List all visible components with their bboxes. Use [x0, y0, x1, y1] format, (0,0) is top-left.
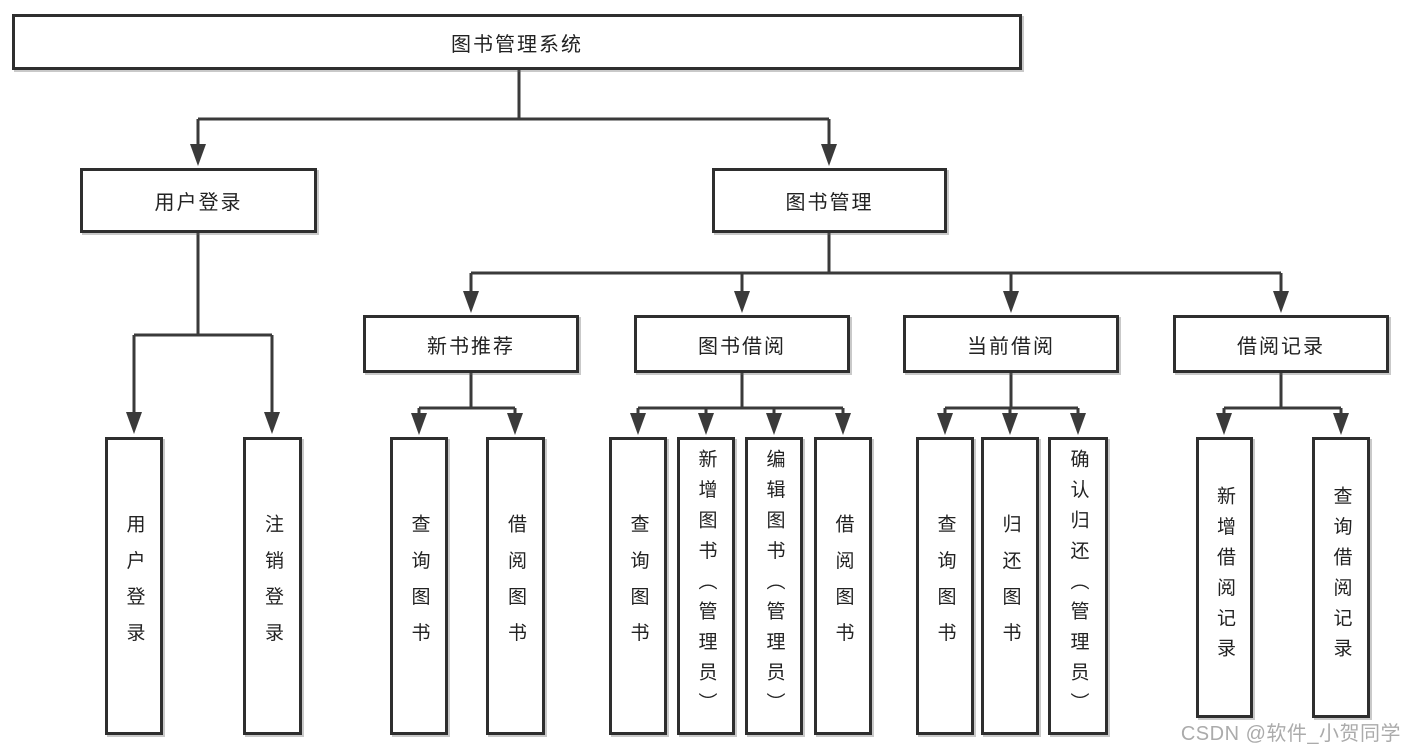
- leaf-logout: 注销登录: [243, 437, 302, 735]
- node-user-login: 用户登录: [80, 168, 317, 233]
- node-book-borrow: 图书借阅: [634, 315, 850, 373]
- leaf-query-books-current: 查询图书: [916, 437, 974, 735]
- node-new-book-recommend: 新书推荐: [363, 315, 579, 373]
- leaf-return-book: 归还图书: [981, 437, 1039, 735]
- leaf-query-books-recommend: 查询图书: [390, 437, 448, 735]
- leaf-borrow-books-recommend: 借阅图书: [486, 437, 545, 735]
- leaf-edit-book-admin: 编辑图书（管理员）: [745, 437, 803, 735]
- leaf-add-book-admin: 新增图书（管理员）: [677, 437, 735, 735]
- node-borrow-records: 借阅记录: [1173, 315, 1389, 373]
- leaf-user-login: 用户登录: [105, 437, 163, 735]
- node-book-management: 图书管理: [712, 168, 947, 233]
- node-current-borrow: 当前借阅: [903, 315, 1119, 373]
- leaf-borrow-book: 借阅图书: [814, 437, 872, 735]
- leaf-add-borrow-record: 新增借阅记录: [1196, 437, 1253, 718]
- csdn-watermark: CSDN @软件_小贺同学: [1180, 723, 1401, 745]
- leaf-query-books-borrow: 查询图书: [609, 437, 667, 735]
- root-node: 图书管理系统: [12, 14, 1022, 70]
- leaf-query-borrow-record: 查询借阅记录: [1312, 437, 1370, 718]
- leaf-confirm-return-admin: 确认归还（管理员）: [1048, 437, 1108, 735]
